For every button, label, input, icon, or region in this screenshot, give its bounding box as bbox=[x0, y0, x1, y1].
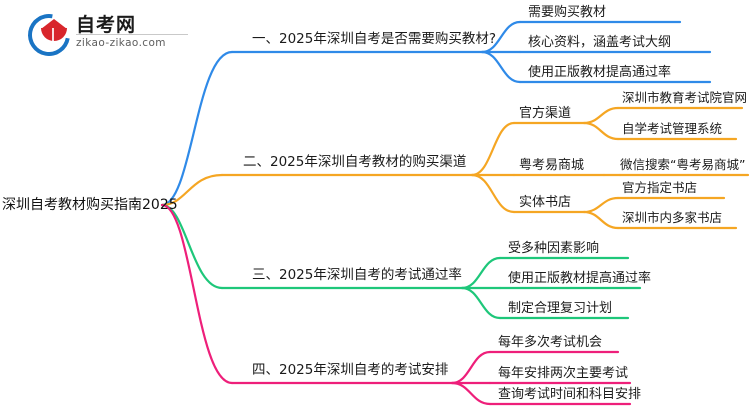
branch-node-2[interactable]: 二、2025年深圳自考教材的购买渠道 bbox=[243, 154, 467, 170]
wire-root-to-branch-4 bbox=[160, 203, 234, 385]
wire-b2-c3-g2 bbox=[582, 210, 620, 230]
wire-b2-c1-g1 bbox=[582, 106, 620, 125]
wire-b2-c3-g1 bbox=[582, 196, 620, 214]
branch-3-child-3[interactable]: 制定合理复习计划 bbox=[508, 301, 613, 316]
wire-b2-c1 bbox=[470, 121, 516, 177]
wire-b3-c1 bbox=[460, 256, 502, 290]
wire-root-to-branch-2 bbox=[160, 173, 224, 207]
branch-4-child-1[interactable]: 每年多次考试机会 bbox=[498, 335, 603, 350]
branch-2-child-3[interactable]: 实体书店 bbox=[519, 195, 572, 210]
logo-divider bbox=[76, 34, 188, 35]
branch-1-child-3[interactable]: 使用正版教材提高通过率 bbox=[528, 65, 672, 80]
branch-4-child-3[interactable]: 查询考试时间和科目安排 bbox=[498, 387, 642, 402]
logo-brand-zh: 自考网 bbox=[76, 14, 137, 36]
site-logo: 自考网 zikao-zikao.com bbox=[19, 5, 193, 65]
branch-1-child-1[interactable]: 需要购买教材 bbox=[528, 5, 607, 20]
wire-b2-c1-g2 bbox=[582, 121, 620, 141]
logo-brand-en: zikao-zikao.com bbox=[76, 37, 166, 49]
branch-3-child-2[interactable]: 使用正版教材提高通过率 bbox=[508, 271, 652, 286]
branch-2-child-1-grandchild-2[interactable]: 自学考试管理系统 bbox=[622, 121, 723, 136]
branch-2-child-3-grandchild-2[interactable]: 深圳市内多家书店 bbox=[622, 210, 723, 225]
branch-node-1[interactable]: 一、2025年深圳自考是否需要购买教材? bbox=[252, 31, 497, 47]
wire-b1-c3 bbox=[480, 50, 522, 84]
branch-4-child-2[interactable]: 每年安排两次主要考试 bbox=[498, 366, 629, 381]
branch-node-4[interactable]: 四、2025年深圳自考的考试安排 bbox=[252, 362, 449, 378]
wire-b3-c3 bbox=[460, 286, 502, 320]
mindmap-root-node[interactable]: 深圳自考教材购买指南2025 bbox=[2, 197, 178, 213]
branch-2-child-1-grandchild-1[interactable]: 深圳市教育考试院官网 bbox=[622, 90, 748, 105]
branch-node-3[interactable]: 三、2025年深圳自考的考试通过率 bbox=[252, 267, 462, 283]
branch-1-child-2[interactable]: 核心资料，涵盖考试大纲 bbox=[528, 35, 672, 50]
wire-b4-c1 bbox=[450, 350, 492, 385]
zikao-logo-icon bbox=[19, 5, 79, 65]
branch-2-child-2-grandchild-1[interactable]: 微信搜索“粤考易商城” bbox=[620, 157, 746, 172]
wire-root-to-branch-1 bbox=[160, 50, 234, 207]
wire-b4-c3 bbox=[450, 381, 492, 406]
wire-b2-c3 bbox=[470, 173, 516, 214]
branch-3-child-1[interactable]: 受多种因素影响 bbox=[508, 241, 600, 256]
branch-2-child-3-grandchild-1[interactable]: 官方指定书店 bbox=[622, 180, 698, 195]
branch-2-child-1[interactable]: 官方渠道 bbox=[519, 106, 572, 121]
branch-2-child-2[interactable]: 粤考易商城 bbox=[519, 158, 585, 173]
